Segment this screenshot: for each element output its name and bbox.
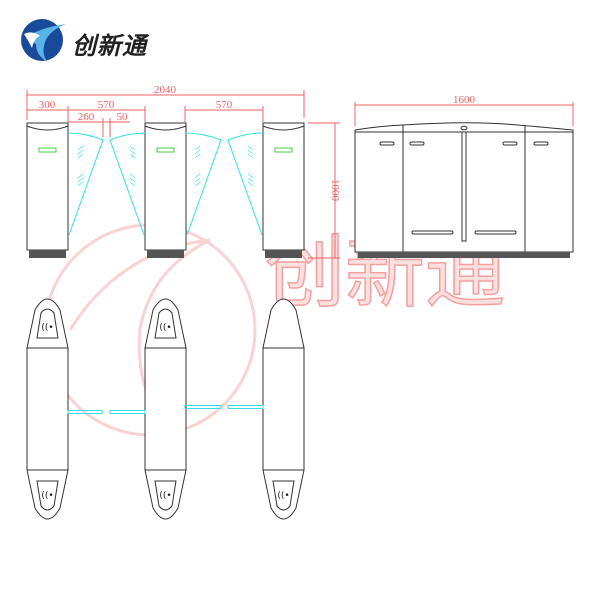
reader-panel [154, 480, 177, 511]
dim-length: 1600 [453, 94, 476, 106]
side-view [354, 122, 574, 258]
dim-flap: 260 [78, 111, 95, 123]
indicator-light [38, 147, 57, 153]
brand-logo: 创新通 [0, 0, 200, 80]
cabinet [144, 122, 187, 251]
dim-passage-1: 570 [98, 99, 115, 111]
post-body [26, 347, 69, 471]
dim-passage-2: 570 [216, 99, 233, 111]
flap-wing [184, 132, 222, 236]
cabinet [262, 122, 305, 251]
flap-closed [67, 410, 103, 414]
reader-panel [154, 308, 177, 339]
rfid-icon: ((• [159, 323, 171, 333]
rfid-icon: ((• [159, 491, 171, 501]
side-base [358, 252, 570, 258]
rfid-icon: ((• [41, 491, 53, 501]
flap-wing [67, 132, 104, 236]
indicator-light [274, 147, 293, 153]
rfid-icon: ((• [277, 491, 289, 501]
flap-wing [227, 132, 264, 236]
dim-post-width: 300 [39, 99, 56, 111]
flap-closed [227, 405, 264, 409]
post-head [262, 298, 305, 349]
top-view: ((• ((• ((• ((• ((• [26, 298, 305, 520]
flap-glint [129, 173, 136, 187]
indicator-light [156, 147, 175, 153]
cabinet-top [262, 125, 305, 131]
logo-emblem-icon [21, 19, 66, 62]
reader-panel [272, 480, 295, 511]
flap-glint [77, 173, 84, 187]
reader-panel [36, 480, 59, 511]
flap-glint [77, 145, 84, 159]
side-dimensions [354, 102, 574, 126]
post-body [262, 347, 305, 471]
cabinet-top [26, 125, 69, 131]
flap-closed [109, 410, 146, 414]
dim-total-width: 2040 [154, 84, 177, 96]
flap-glint [247, 145, 254, 159]
flap-closed [184, 405, 222, 409]
flap-glint [247, 173, 254, 187]
front-dimensions [26, 90, 340, 259]
cabinet-top [144, 125, 187, 131]
dim-height: 1000 [329, 179, 341, 202]
cabinet-base [29, 250, 66, 258]
flap-glint [194, 173, 201, 187]
dim-gap: 50 [117, 111, 129, 123]
rfid-icon: ((• [41, 323, 53, 333]
cabinet [26, 122, 69, 251]
flap-glint [194, 145, 201, 159]
reader-panel [36, 308, 59, 339]
post-body [144, 347, 187, 471]
cabinet-base [265, 250, 302, 258]
front-view [26, 122, 305, 258]
flap-wing [109, 132, 146, 236]
flap-glint [129, 145, 136, 159]
cabinet-base [147, 250, 184, 258]
logo-text: 创新通 [72, 32, 147, 60]
